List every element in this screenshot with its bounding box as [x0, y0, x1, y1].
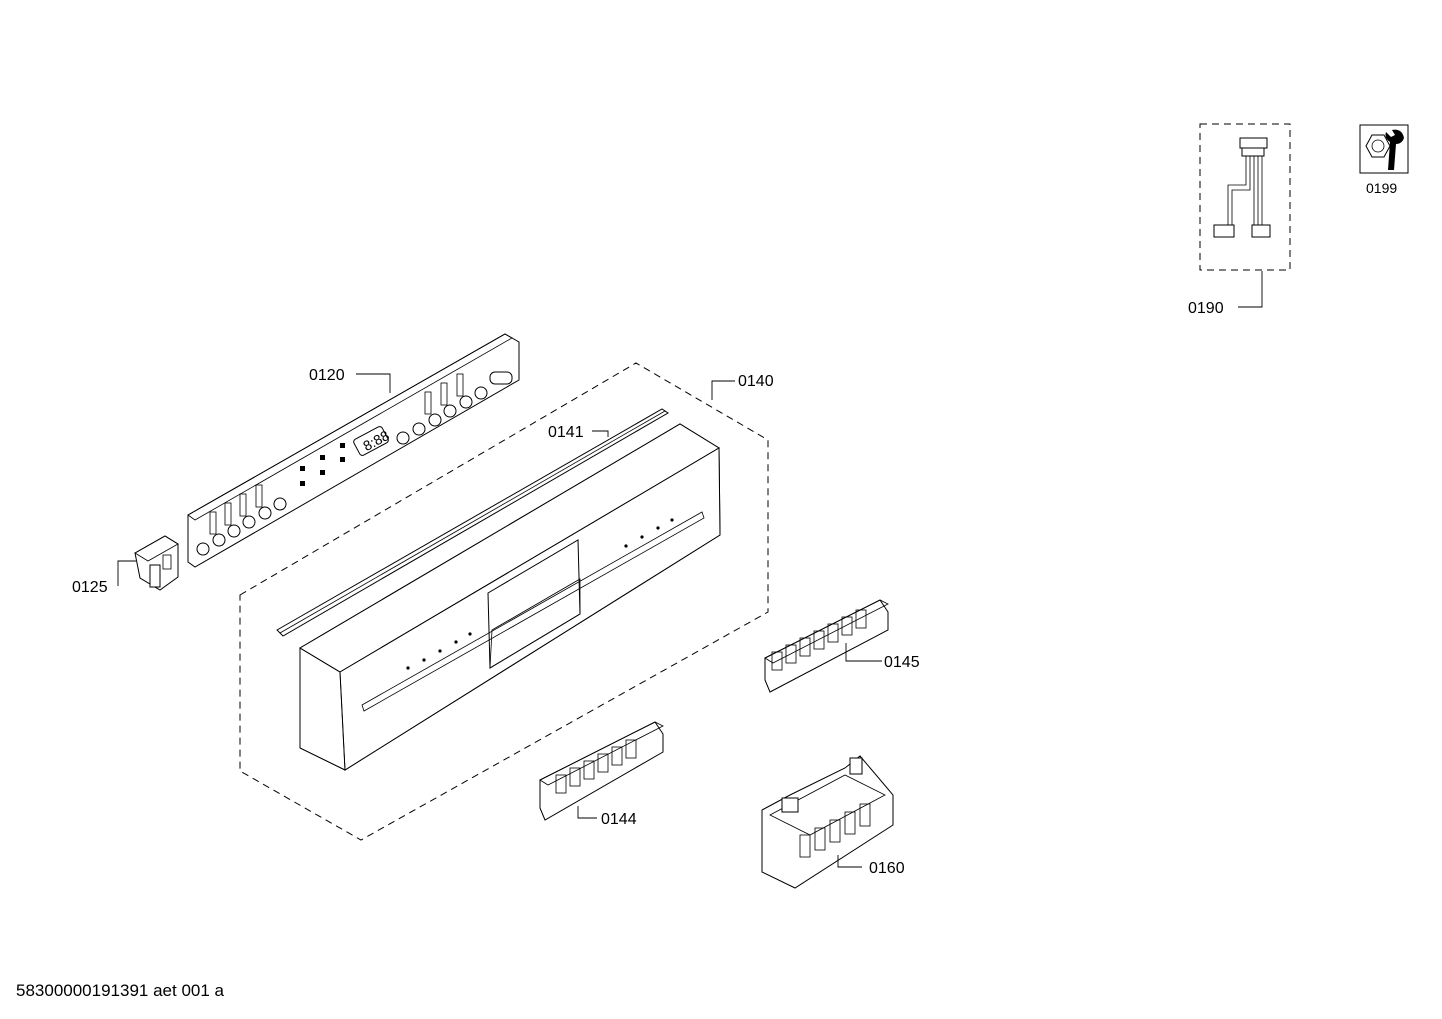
leader-lines: [117, 271, 1263, 868]
part-0160-bracket[interactable]: [761, 755, 894, 889]
indicator-dots: [406, 518, 674, 670]
part-0125-connector[interactable]: [134, 535, 179, 591]
label-0160: 0160: [869, 860, 905, 877]
part-0190-harness[interactable]: [1213, 137, 1271, 238]
part-0145-rail[interactable]: [764, 599, 889, 693]
assembly-outline-0140: [239, 362, 769, 841]
part-0144-rail[interactable]: [539, 721, 664, 821]
label-0120: 0120: [309, 367, 345, 384]
label-0145: 0145: [884, 654, 920, 671]
board-buttons-left: [196, 484, 287, 556]
wrench-nut-icon: [1359, 124, 1409, 174]
board-display: [353, 426, 389, 456]
label-0190: 0190: [1188, 300, 1224, 317]
part-0120-control-board[interactable]: 8:88: [187, 333, 520, 568]
label-0125: 0125: [72, 579, 108, 596]
label-0199: 0199: [1366, 180, 1397, 196]
drawing-reference: 58300000191391 aet 001 a: [16, 981, 224, 1000]
board-leds: [300, 443, 345, 486]
label-0140: 0140: [738, 373, 774, 390]
board-buttons-right: [396, 371, 513, 445]
label-0141: 0141: [548, 424, 584, 441]
harness-box-0190: [1199, 123, 1291, 271]
part-0141-strip[interactable]: [276, 408, 669, 637]
part-0140-fascia[interactable]: [299, 423, 721, 771]
label-0144: 0144: [601, 811, 637, 828]
